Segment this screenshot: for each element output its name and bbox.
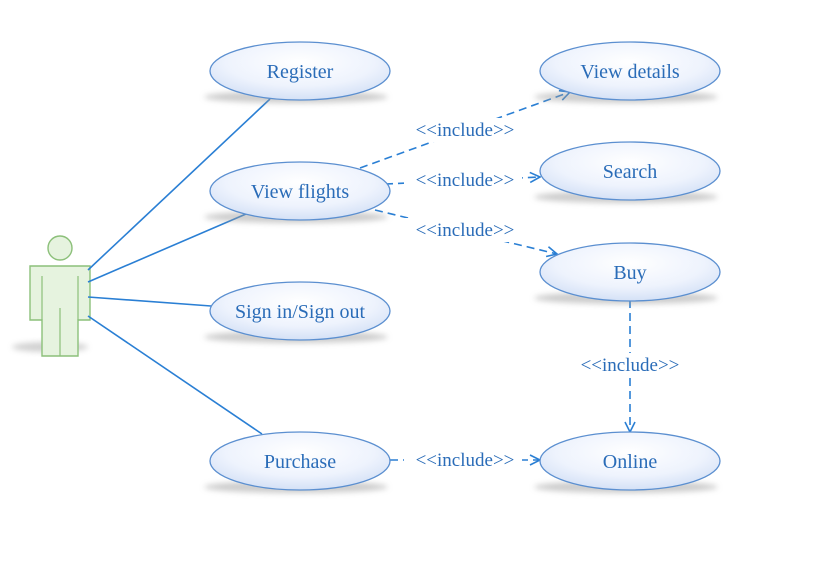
use-case-register-label: Register <box>267 61 334 83</box>
actor <box>12 235 91 357</box>
use-case-ellipse <box>209 281 391 341</box>
actor-head <box>47 235 73 261</box>
association-purchase <box>87 315 263 435</box>
use-case-ellipse <box>209 431 391 491</box>
use-case-ellipse <box>539 41 721 101</box>
include-label-online-from-purchase: <<include>> <box>416 450 515 471</box>
include-label-buy: <<include>> <box>416 220 515 241</box>
use-case-buy[interactable]: Buy <box>534 242 721 304</box>
include-label-online-from-buy: <<include>> <box>581 355 680 376</box>
use-case-ellipse <box>539 431 721 491</box>
use-case-view-details[interactable]: View details <box>534 41 721 103</box>
use-case-search-label: Search <box>603 161 657 183</box>
use-case-ellipse <box>209 161 391 221</box>
use-case-view-flights-label: View flights <box>251 181 349 203</box>
associations <box>87 98 271 435</box>
use-case-view-details-label: View details <box>580 61 680 83</box>
include-labels: <<include>> <<include>> <<include>> <<in… <box>404 118 688 472</box>
include-label-search: <<include>> <box>416 170 515 191</box>
use-case-sign-in-out[interactable]: Sign in/Sign out <box>204 281 391 343</box>
association-sign-in-out <box>87 296 212 307</box>
association-view-flights <box>87 213 247 283</box>
use-case-purchase[interactable]: Purchase <box>204 431 391 493</box>
use-case-online[interactable]: Online <box>534 431 721 493</box>
use-case-online-label: Online <box>603 451 658 473</box>
use-case-view-flights[interactable]: View flights <box>204 161 391 223</box>
use-case-search[interactable]: Search <box>534 141 721 203</box>
use-case-sign-in-out-label: Sign in/Sign out <box>235 301 365 323</box>
use-case-buy-label: Buy <box>613 262 646 284</box>
use-case-ellipse <box>209 41 391 101</box>
include-label-view-details: <<include>> <box>416 120 515 141</box>
association-register <box>87 98 271 271</box>
use-case-ellipse <box>539 141 721 201</box>
use-case-register[interactable]: Register <box>204 41 391 103</box>
use-case-ellipse <box>539 242 721 302</box>
use-case-purchase-label: Purchase <box>264 451 336 473</box>
